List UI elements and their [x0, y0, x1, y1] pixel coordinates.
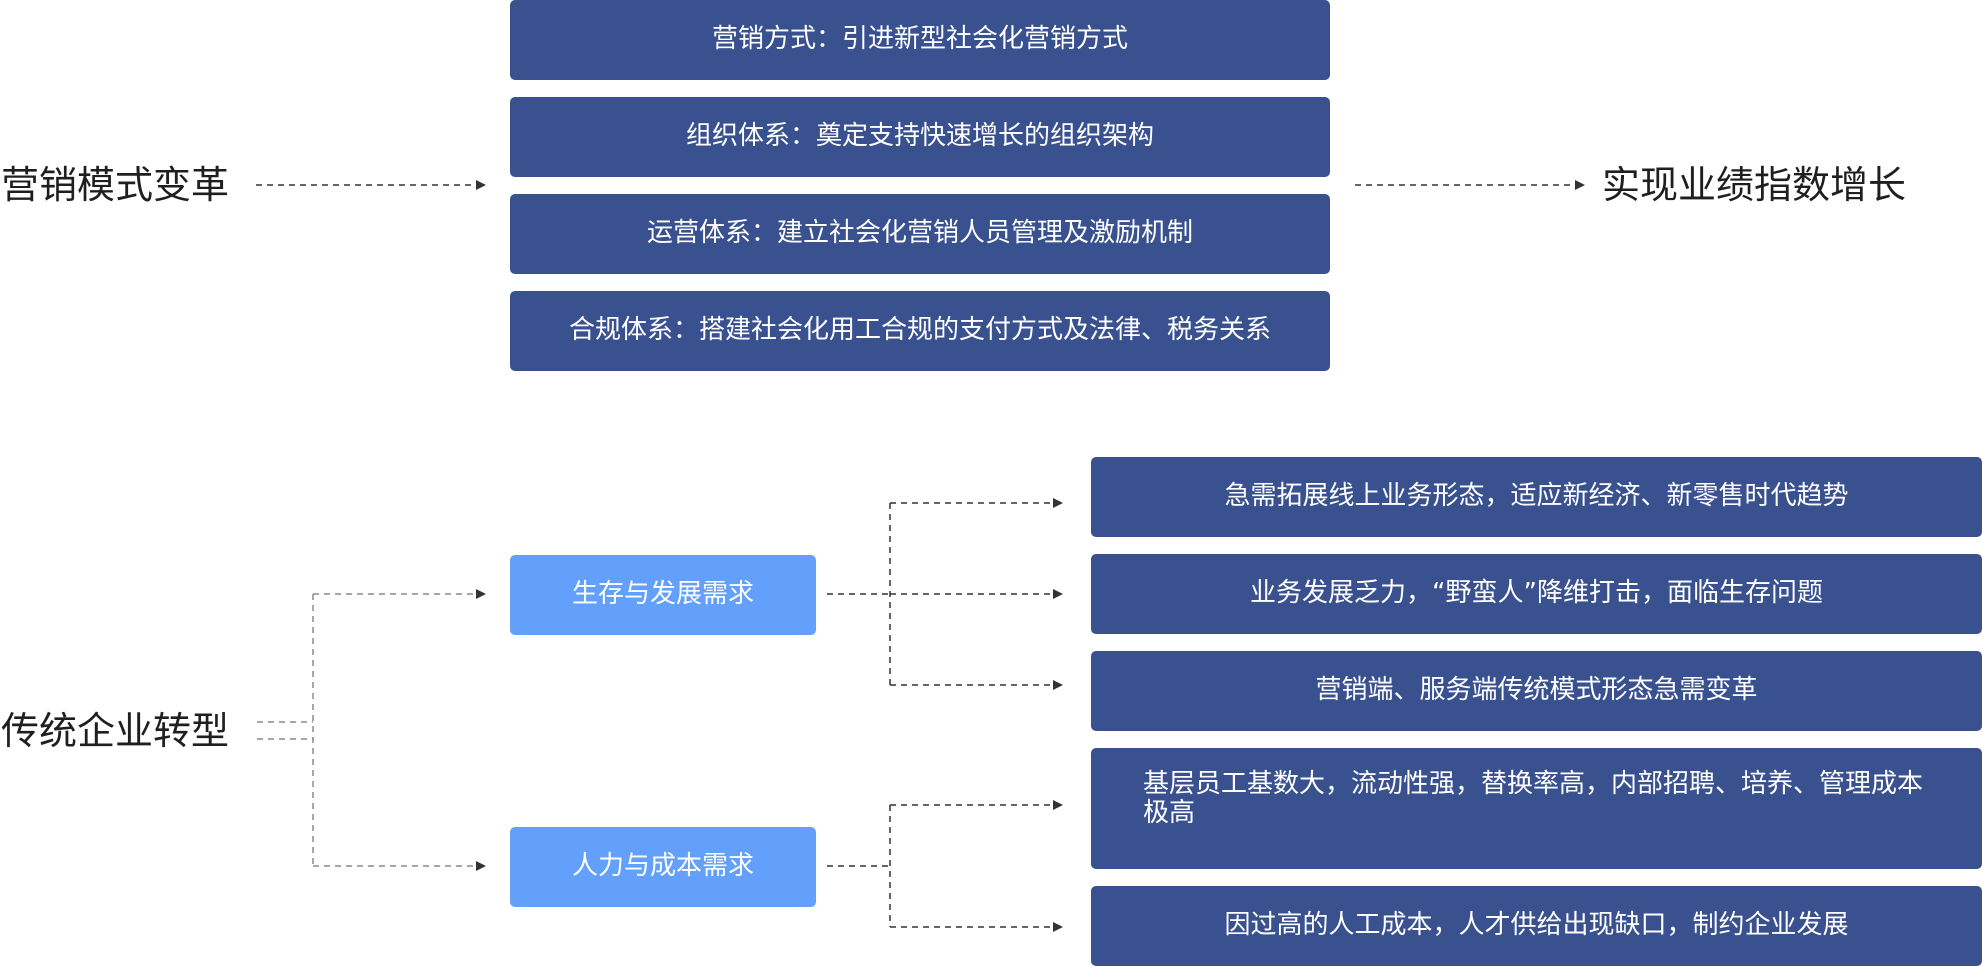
- top-left-label: 营销模式变革: [1, 163, 230, 207]
- top-right-label: 实现业绩指数增长: [1602, 163, 1907, 207]
- branch-2-box: 人力与成本需求: [510, 827, 816, 907]
- top-box-2: 组织体系：奠定支持快速增长的组织架构: [510, 97, 1330, 177]
- branch-1-box: 生存与发展需求: [510, 555, 816, 635]
- branch-1-item-2: 业务发展乏力，“野蛮人”降维打击，面临生存问题: [1091, 554, 1982, 634]
- top-box-4: 合规体系：搭建社会化用工合规的支付方式及法律、税务关系: [510, 291, 1330, 371]
- top-box-1: 营销方式：引进新型社会化营销方式: [510, 0, 1330, 80]
- branch-2-item-2: 因过高的人工成本，人才供给出现缺口，制约企业发展: [1091, 886, 1982, 966]
- top-box-3: 运营体系：建立社会化营销人员管理及激励机制: [510, 194, 1330, 274]
- bottom-root-label: 传统企业转型: [1, 709, 230, 753]
- branch-2-item-1: 基层员工基数大，流动性强，替换率高，内部招聘、培养、管理成本极高: [1091, 748, 1982, 869]
- branch-1-item-3: 营销端、服务端传统模式形态急需变革: [1091, 651, 1982, 731]
- branch-1-item-1: 急需拓展线上业务形态，适应新经济、新零售时代趋势: [1091, 457, 1982, 537]
